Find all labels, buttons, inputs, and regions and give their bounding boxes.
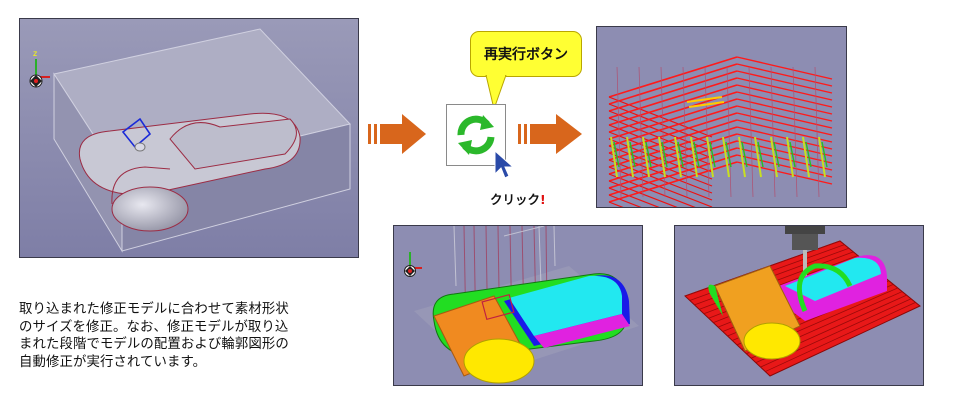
click-label: クリック! <box>490 192 546 207</box>
axis-triad-icon <box>404 252 422 277</box>
viewport-final-result[interactable] <box>674 225 924 386</box>
description-text: 取り込まれた修正モデルに合わせて素材形状 のサイズを修正。なお、修正モデルが取り… <box>19 302 289 370</box>
flow-arrow-2 <box>518 114 582 154</box>
rerun-callout: 再実行ボタン <box>470 31 582 77</box>
axis-z-label: z <box>33 49 37 58</box>
viewport-colored-model[interactable] <box>393 225 643 386</box>
viewport-toolpath[interactable] <box>596 26 847 208</box>
refresh-icon <box>457 115 495 155</box>
toolpath-lines <box>608 56 833 207</box>
mouse-cursor-icon <box>494 150 515 179</box>
flow-arrow-1 <box>368 114 426 154</box>
click-exclaim: ! <box>540 192 546 207</box>
viewport-stock-model[interactable]: z <box>19 18 359 258</box>
callout-tail <box>485 75 507 111</box>
axis-triad-icon: z <box>29 49 50 88</box>
